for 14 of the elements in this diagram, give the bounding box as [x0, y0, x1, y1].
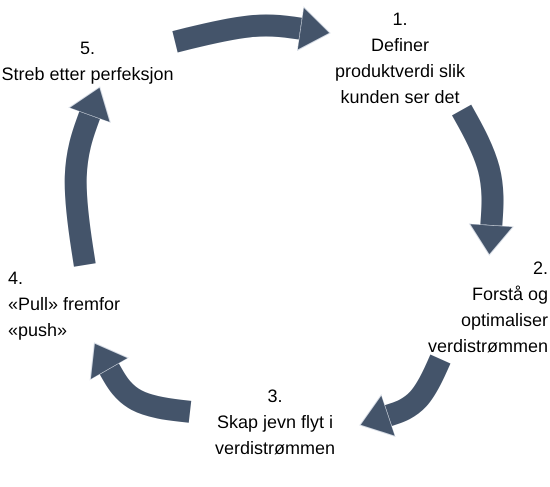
curved-arrow — [64, 86, 111, 267]
curved-arrow — [452, 104, 514, 256]
curved-arrow — [360, 354, 450, 437]
step-number: 3. — [266, 385, 284, 408]
step-number: 2. — [532, 257, 548, 280]
step-number: 4. — [8, 267, 24, 290]
step-number: 1. — [391, 8, 408, 31]
step-text: Skap jevn flyt i verdistrømmen — [214, 411, 336, 460]
step-text: Definer produktverdi slik kunden ser det — [334, 34, 466, 109]
step-text: «Pull» fremfor «push» — [8, 293, 122, 342]
step-number: 5. — [78, 37, 96, 60]
curved-arrow — [172, 6, 330, 52]
step-text: Forstå og optimaliser verdistrømmen — [426, 283, 548, 358]
step-text: Streb etter perfeksjon — [0, 63, 175, 86]
